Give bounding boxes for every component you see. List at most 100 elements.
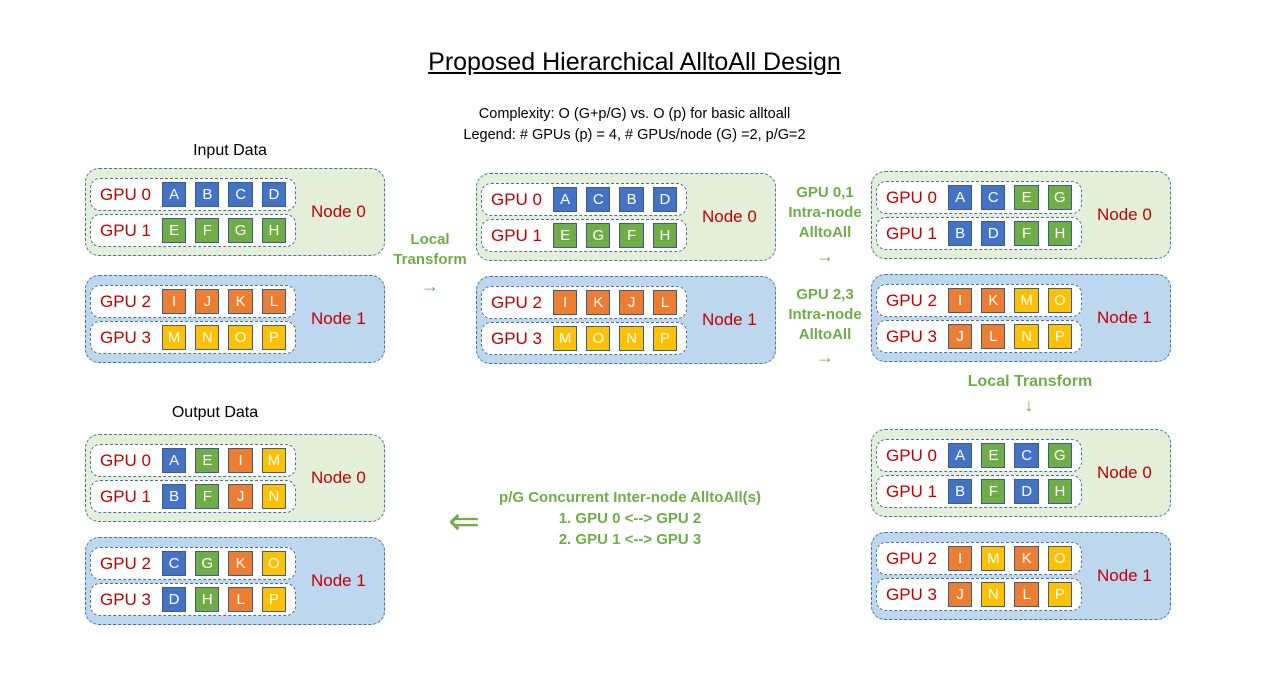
- arrow-right-icon: →: [421, 276, 439, 296]
- gpu-label: GPU 3: [886, 326, 938, 346]
- data-block: P: [261, 587, 287, 612]
- data-block: L: [652, 290, 678, 315]
- gpu-label: GPU 0: [491, 189, 543, 209]
- data-block: M: [981, 546, 1006, 571]
- inter-node-label: p/G Concurrent Inter-node AlltoAll(s) 1.…: [499, 489, 761, 548]
- data-block: O: [1047, 546, 1073, 571]
- data-block: C: [981, 185, 1006, 210]
- data-block: D: [1014, 479, 1039, 504]
- data-block: F: [619, 223, 644, 248]
- gpu-label: GPU 1: [886, 223, 938, 243]
- data-block: G: [195, 551, 220, 576]
- data-block: K: [981, 288, 1006, 313]
- data-block: L: [261, 289, 287, 314]
- data-block: H: [195, 587, 220, 612]
- complexity-text: Complexity: O (G+p/G) vs. O (p) for basi…: [478, 106, 791, 122]
- data-block: I: [947, 546, 973, 571]
- data-block: I: [552, 290, 578, 315]
- data-block: D: [981, 221, 1006, 246]
- local-transform-1-label: Local Transform: [393, 231, 467, 268]
- data-block: A: [552, 187, 578, 212]
- gpu-label: GPU 1: [100, 486, 152, 506]
- data-block: B: [947, 479, 973, 504]
- page-title: Proposed Hierarchical AlltoAll Design: [428, 48, 841, 76]
- intra-node-23-label: GPU 2,3 Intra-node AlltoAll: [788, 286, 862, 343]
- data-block: F: [1014, 221, 1039, 246]
- data-block: K: [228, 551, 253, 576]
- arrow-right-icon: →: [816, 347, 834, 367]
- intra-node-01-label: GPU 0,1 Intra-node AlltoAll: [788, 184, 862, 241]
- node-label: Node 1: [1097, 566, 1152, 585]
- data-block: M: [261, 448, 287, 473]
- legend-text: Legend: # GPUs (p) = 4, # GPUs/node (G) …: [463, 127, 806, 143]
- data-block: B: [947, 221, 973, 246]
- node-label: Node 1: [702, 310, 757, 329]
- gpu-label: GPU 1: [491, 225, 543, 245]
- data-block: F: [195, 218, 220, 243]
- data-block: B: [619, 187, 644, 212]
- data-block: N: [1014, 324, 1039, 349]
- data-block: N: [261, 484, 287, 509]
- data-block: H: [1047, 221, 1073, 246]
- data-block: I: [161, 289, 187, 314]
- data-block: J: [195, 289, 220, 314]
- gpu-label: GPU 1: [100, 220, 152, 240]
- data-block: A: [161, 448, 187, 473]
- data-block: A: [947, 443, 973, 468]
- output-data-label: Output Data: [171, 404, 259, 421]
- data-block: P: [261, 325, 287, 350]
- data-block: E: [1014, 185, 1039, 210]
- gpu-label: GPU 2: [886, 548, 938, 568]
- gpu-label: GPU 0: [100, 450, 152, 470]
- data-block: N: [195, 325, 220, 350]
- data-block: H: [261, 218, 287, 243]
- data-block: F: [981, 479, 1006, 504]
- data-block: J: [619, 290, 644, 315]
- gpu-label: GPU 2: [886, 290, 938, 310]
- data-block: K: [586, 290, 611, 315]
- node-label: Node 0: [311, 468, 366, 487]
- data-block: E: [552, 223, 578, 248]
- data-block: N: [981, 582, 1006, 607]
- node-label: Node 1: [311, 309, 366, 328]
- data-block: P: [1047, 582, 1073, 607]
- data-block: E: [195, 448, 220, 473]
- arrow-down-icon: ↓: [1024, 395, 1034, 415]
- data-block: G: [1047, 185, 1073, 210]
- data-block: E: [161, 218, 187, 243]
- data-block: O: [261, 551, 287, 576]
- data-block: P: [652, 326, 678, 351]
- data-block: D: [161, 587, 187, 612]
- node-label: Node 0: [702, 207, 757, 226]
- arrow-right-icon: →: [816, 246, 834, 266]
- data-block: M: [1014, 288, 1039, 313]
- node-label: Node 1: [311, 571, 366, 590]
- gpu-label: GPU 0: [886, 187, 938, 207]
- gpu-label: GPU 2: [491, 292, 543, 312]
- data-block: O: [228, 325, 253, 350]
- data-block: B: [161, 484, 187, 509]
- data-block: H: [1047, 479, 1073, 504]
- gpu-label: GPU 3: [886, 584, 938, 604]
- local-transform-2-label: Local Transform: [967, 373, 1093, 390]
- data-block: J: [947, 582, 973, 607]
